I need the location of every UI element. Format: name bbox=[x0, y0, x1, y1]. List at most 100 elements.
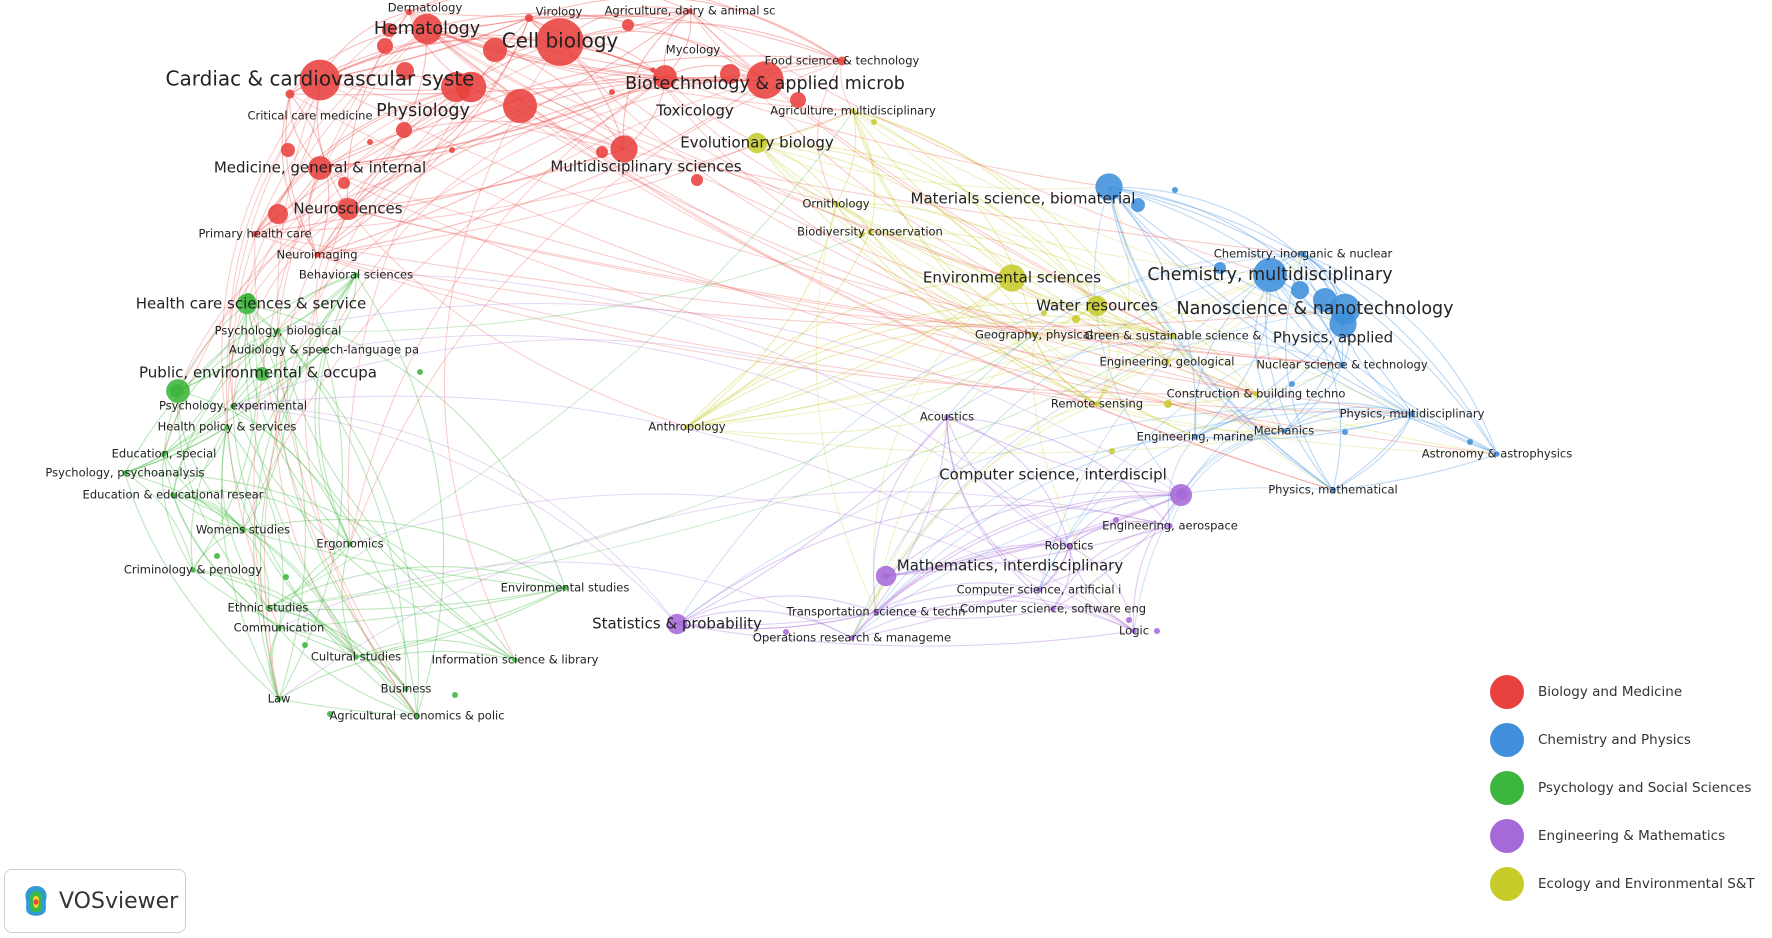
node-label[interactable]: Anthropology bbox=[648, 420, 725, 434]
node-label[interactable]: Education & educational resear bbox=[83, 488, 264, 502]
node-label[interactable]: Cultural studies bbox=[311, 650, 401, 664]
network-node-bubble[interactable] bbox=[299, 59, 341, 101]
network-node-bubble[interactable] bbox=[240, 527, 246, 533]
network-node-bubble[interactable] bbox=[1408, 410, 1416, 418]
network-node-bubble[interactable] bbox=[1172, 187, 1178, 193]
node-label[interactable]: Dermatology bbox=[388, 1, 463, 15]
network-node-bubble[interactable] bbox=[1086, 295, 1108, 317]
network-node-bubble[interactable] bbox=[1192, 434, 1198, 440]
network-node-bubble[interactable] bbox=[1494, 451, 1500, 457]
node-label[interactable]: Education, special bbox=[112, 447, 217, 461]
node-label[interactable]: Construction & building techno bbox=[1167, 387, 1346, 401]
node-label[interactable]: Environmental studies bbox=[501, 581, 630, 595]
network-node-bubble[interactable] bbox=[596, 146, 608, 158]
node-label[interactable]: Remote sensing bbox=[1051, 397, 1143, 411]
node-label[interactable]: Physiology bbox=[376, 101, 470, 121]
network-node-bubble[interactable] bbox=[452, 692, 458, 698]
node-label[interactable]: Chemistry, multidisciplinary bbox=[1147, 265, 1392, 285]
network-node-bubble[interactable] bbox=[314, 252, 320, 258]
node-label[interactable]: Behavioral sciences bbox=[299, 268, 413, 282]
network-node-bubble[interactable] bbox=[414, 713, 420, 719]
node-label[interactable]: Food science & technology bbox=[765, 54, 920, 68]
node-label[interactable]: Toxicology bbox=[655, 102, 734, 120]
network-node-bubble[interactable] bbox=[302, 642, 308, 648]
vosviewer-badge[interactable]: VOSviewer bbox=[4, 869, 186, 933]
node-label[interactable]: Engineering, marine bbox=[1137, 430, 1254, 444]
network-node-bubble[interactable] bbox=[353, 654, 359, 660]
network-node-bubble[interactable] bbox=[1164, 359, 1170, 365]
network-node-bubble[interactable] bbox=[512, 657, 518, 663]
node-label[interactable]: Geography, physical bbox=[975, 328, 1093, 342]
node-label[interactable]: Health policy & services bbox=[158, 420, 297, 434]
network-node-bubble[interactable] bbox=[1131, 628, 1137, 634]
node-label[interactable]: Cell biology bbox=[502, 29, 619, 53]
node-label[interactable]: Robotics bbox=[1045, 539, 1094, 553]
network-node-bubble[interactable] bbox=[1041, 310, 1047, 316]
network-node-bubble[interactable] bbox=[503, 89, 537, 123]
network-node-bubble[interactable] bbox=[859, 231, 865, 237]
node-label[interactable]: Criminology & penology bbox=[124, 563, 263, 577]
network-node-bubble[interactable] bbox=[1126, 617, 1132, 623]
network-node-bubble[interactable] bbox=[1072, 315, 1080, 323]
node-label[interactable]: Ethnic studies bbox=[228, 601, 309, 615]
node-label[interactable]: Materials science, biomaterial bbox=[911, 190, 1136, 208]
node-label[interactable]: Nanoscience & nanotechnology bbox=[1176, 299, 1453, 319]
network-node-bubble[interactable] bbox=[122, 470, 128, 476]
network-node-bubble[interactable] bbox=[562, 585, 568, 591]
network-node-bubble[interactable] bbox=[837, 56, 847, 66]
node-label[interactable]: Physics, applied bbox=[1273, 329, 1393, 347]
network-node-bubble[interactable] bbox=[666, 613, 688, 635]
network-node-bubble[interactable] bbox=[1094, 401, 1100, 407]
network-node-bubble[interactable] bbox=[255, 367, 269, 381]
node-label[interactable]: Physics, mathematical bbox=[1268, 483, 1397, 497]
network-node-bubble[interactable] bbox=[720, 64, 740, 84]
network-node-bubble[interactable] bbox=[1342, 429, 1348, 435]
network-node-bubble[interactable] bbox=[1170, 333, 1176, 339]
network-node-bubble[interactable] bbox=[377, 38, 393, 54]
network-node-bubble[interactable] bbox=[875, 565, 897, 587]
node-label[interactable]: Engineering, geological bbox=[1099, 355, 1234, 369]
network-node-bubble[interactable] bbox=[403, 686, 409, 692]
network-node-bubble[interactable] bbox=[382, 23, 396, 37]
node-label[interactable]: Business bbox=[381, 682, 432, 696]
node-label[interactable]: Communication bbox=[234, 621, 325, 635]
node-label[interactable]: Biotechnology & applied microb bbox=[625, 74, 905, 94]
network-node-bubble[interactable] bbox=[170, 492, 176, 498]
node-label[interactable]: Logic bbox=[1119, 624, 1149, 638]
network-node-bubble[interactable] bbox=[265, 605, 271, 611]
network-node-bubble[interactable] bbox=[871, 119, 877, 125]
network-node-bubble[interactable] bbox=[1036, 587, 1042, 593]
network-node-bubble[interactable] bbox=[1169, 483, 1193, 507]
node-label[interactable]: Psychology, psychoanalysis bbox=[45, 466, 204, 480]
node-label[interactable]: Public, environmental & occupa bbox=[139, 364, 377, 382]
node-label[interactable]: Cardiac & cardiovascular syste bbox=[166, 67, 475, 91]
network-node-bubble[interactable] bbox=[1338, 361, 1346, 369]
network-node-bubble[interactable] bbox=[1253, 258, 1287, 292]
node-label[interactable]: Critical care medicine bbox=[247, 109, 372, 123]
node-label[interactable]: Computer science, artificial i bbox=[957, 583, 1122, 597]
network-node-bubble[interactable] bbox=[268, 204, 288, 224]
network-node-bubble[interactable] bbox=[353, 272, 359, 278]
node-label[interactable]: Computer science, software eng bbox=[960, 602, 1146, 616]
network-node-bubble[interactable] bbox=[251, 230, 259, 238]
network-node-bubble[interactable] bbox=[1299, 250, 1307, 258]
network-node-bubble[interactable] bbox=[1329, 310, 1357, 338]
node-label[interactable]: Medicine, general & internal bbox=[214, 159, 426, 177]
network-node-bubble[interactable] bbox=[417, 369, 423, 375]
node-label[interactable]: Agriculture, dairy & animal sc bbox=[605, 4, 776, 18]
network-node-bubble[interactable] bbox=[653, 65, 677, 89]
network-node-bubble[interactable] bbox=[867, 229, 873, 235]
network-node-bubble[interactable] bbox=[790, 92, 806, 108]
network-node-bubble[interactable] bbox=[283, 574, 289, 580]
network-node-bubble[interactable] bbox=[622, 19, 634, 31]
network-node-bubble[interactable] bbox=[783, 629, 789, 635]
node-label[interactable]: Physics, multidisciplinary bbox=[1340, 407, 1485, 421]
node-label[interactable]: Information science & library bbox=[432, 653, 599, 667]
node-label[interactable]: Evolutionary biology bbox=[680, 134, 834, 152]
node-label[interactable]: Nuclear science & technology bbox=[1256, 358, 1428, 372]
node-label[interactable]: Ergonomics bbox=[316, 537, 383, 551]
network-node-bubble[interactable] bbox=[1066, 543, 1072, 549]
network-node-bubble[interactable] bbox=[524, 13, 534, 23]
node-label[interactable]: Water resources bbox=[1036, 297, 1158, 315]
node-label[interactable]: Mechanics bbox=[1254, 424, 1314, 438]
